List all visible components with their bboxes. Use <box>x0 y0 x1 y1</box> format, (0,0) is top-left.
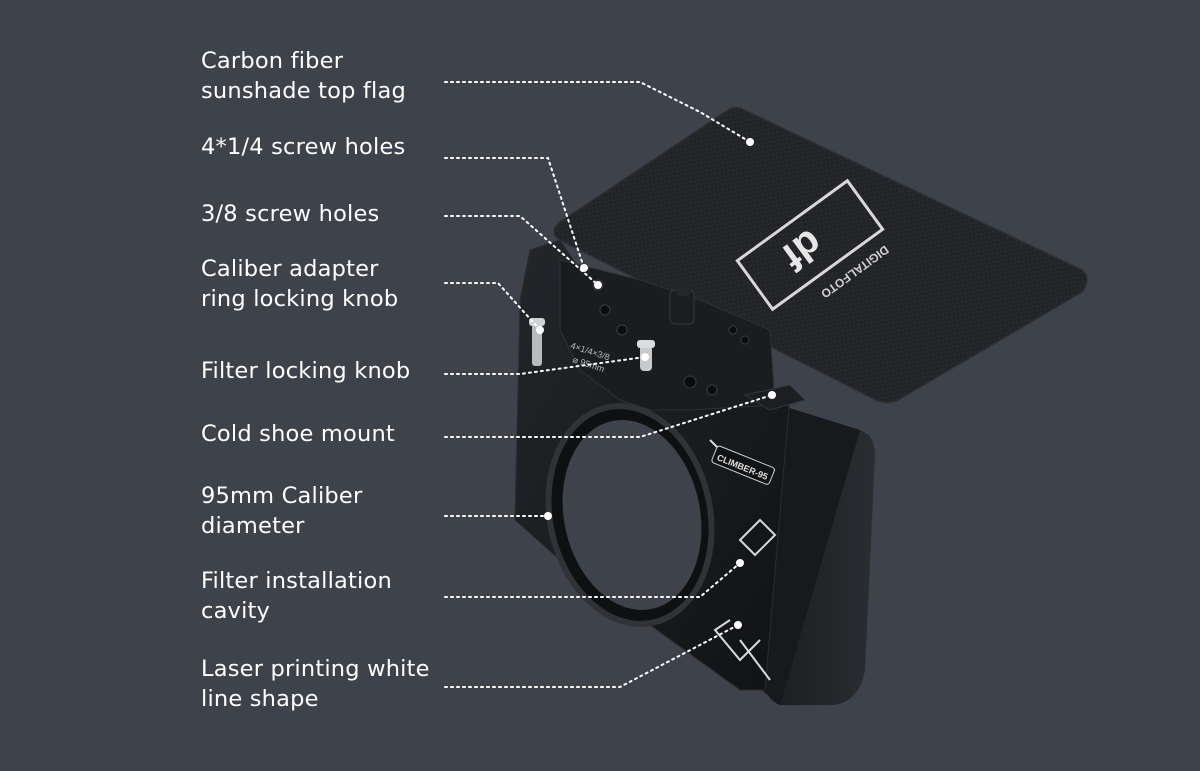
carbon-fiber-top-flag: df DIGITALFOTO <box>553 106 1088 404</box>
label-line: diameter <box>201 513 305 539</box>
leader-dots <box>536 138 776 629</box>
label-filter-cavity: Filter installation cavity <box>201 566 392 626</box>
label-three-eighths-screw-holes: 3/8 screw holes <box>201 199 379 229</box>
label-line: line shape <box>201 686 319 712</box>
label-line: 4*1/4 screw holes <box>201 134 406 160</box>
label-line: 3/8 screw holes <box>201 201 380 227</box>
label-cold-shoe: Cold shoe mount <box>201 419 395 449</box>
label-quarter-screw-holes: 4*1/4 screw holes <box>201 132 405 162</box>
label-line: Caliber adapter <box>201 256 379 282</box>
label-filter-knob: Filter locking knob <box>201 356 410 386</box>
top-mount-plate: 4×1/4×3/8 ⌀ 95mm <box>559 259 776 411</box>
label-top-flag: Carbon fiber sunshade top flag <box>201 46 406 106</box>
label-caliber-diameter: 95mm Caliber diameter <box>201 481 362 541</box>
label-line: 95mm Caliber <box>201 483 363 509</box>
label-line: Filter installation <box>201 568 392 594</box>
leader-lines <box>444 81 773 688</box>
label-line: ring locking knob <box>201 286 399 312</box>
flag-hinge-knob <box>669 282 695 325</box>
label-line: Filter locking knob <box>201 358 411 384</box>
label-line: Carbon fiber <box>201 48 344 74</box>
label-line: Laser printing white <box>201 656 430 682</box>
label-line: sunshade top flag <box>201 78 406 104</box>
label-line: cavity <box>201 598 271 624</box>
label-adapter-ring-knob: Caliber adapter ring locking knob <box>201 254 398 314</box>
label-laser-lines: Laser printing white line shape <box>201 654 430 714</box>
label-line: Cold shoe mount <box>201 421 395 447</box>
